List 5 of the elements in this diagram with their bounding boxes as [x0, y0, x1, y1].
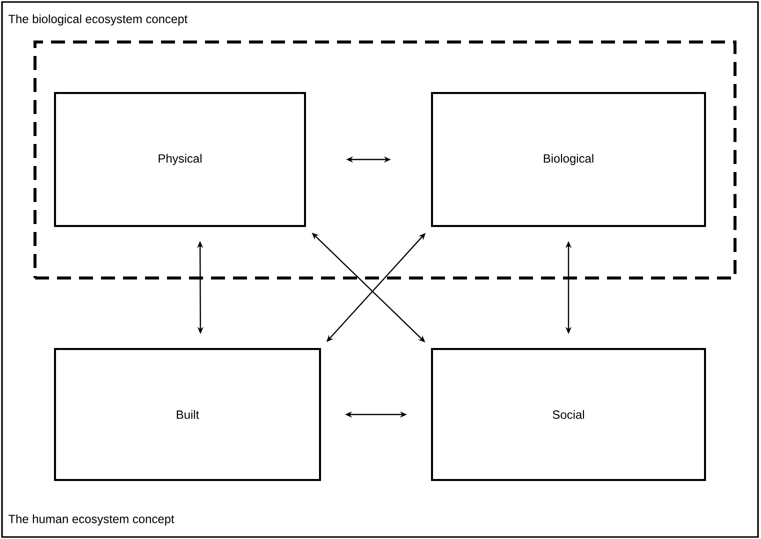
node-label: The biological ecosystem concept: [8, 14, 188, 26]
process-box: Physical: [54, 92, 306, 227]
process-box: Built: [54, 348, 321, 481]
process-box: Biological: [431, 92, 706, 227]
process-box: Social: [431, 348, 706, 481]
